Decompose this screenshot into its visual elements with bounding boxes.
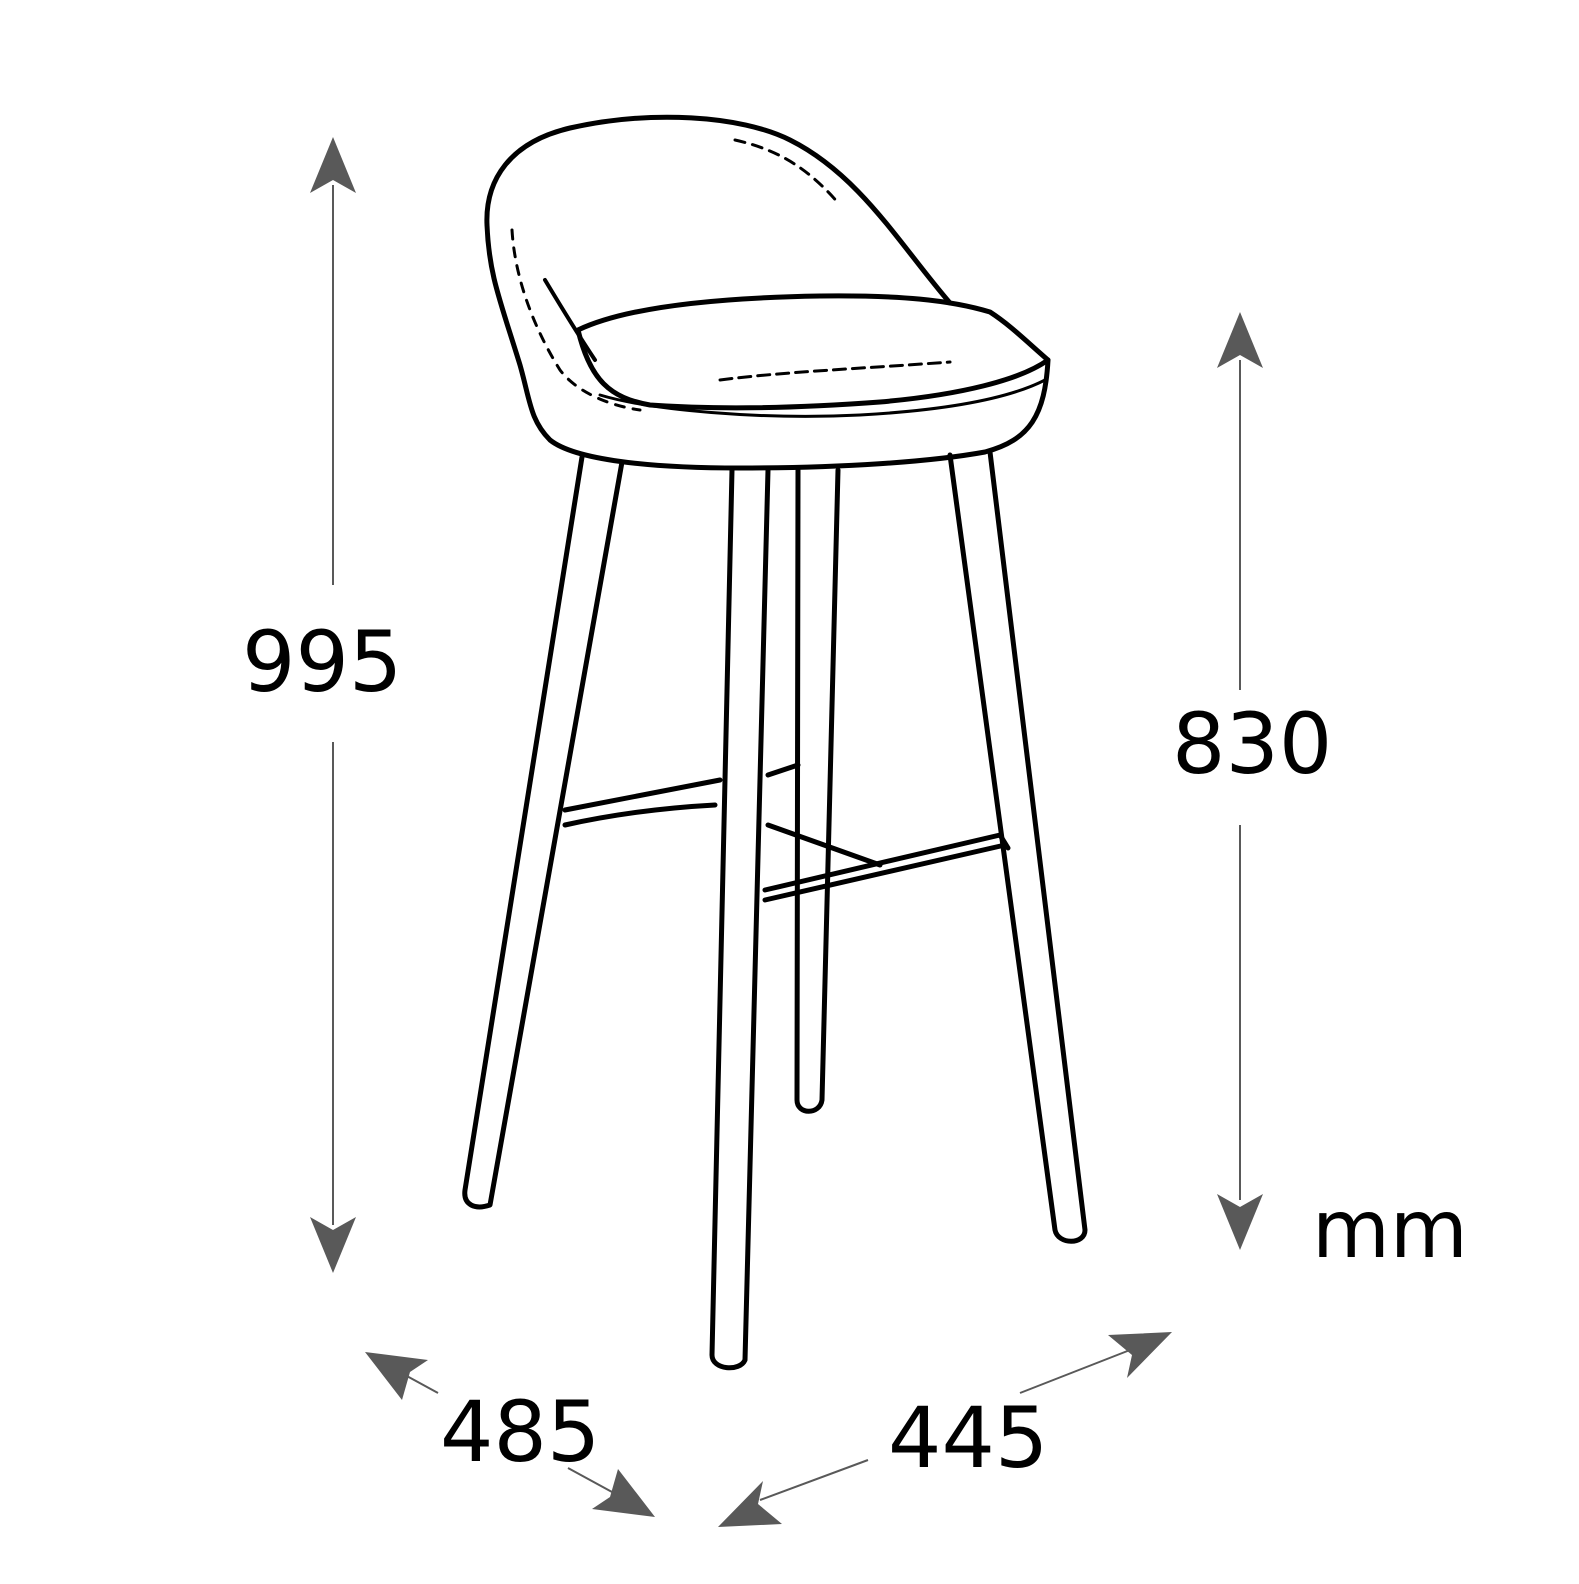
- width-arrow: [718, 1332, 1172, 1527]
- leg-front-right: [947, 449, 1088, 1244]
- depth-label: 485: [440, 1383, 601, 1481]
- side-stitching: [510, 228, 642, 412]
- overall-height-label: 995: [242, 613, 403, 711]
- backrest-shell: [484, 114, 1051, 471]
- backrest-inner-line: [543, 278, 597, 362]
- seat-edge: [598, 378, 1047, 418]
- footrest-left: [562, 777, 723, 828]
- backrest-stitching: [733, 138, 842, 207]
- dimension-arrows: [310, 137, 1263, 1527]
- seat-height-arrow: [1217, 312, 1263, 1250]
- seat-cushion: [575, 293, 1051, 411]
- leg-back-center: [794, 467, 841, 1114]
- depth-arrow: [365, 1352, 655, 1517]
- leg-front-left: [462, 454, 625, 1210]
- seat-height-label: 830: [1172, 695, 1333, 793]
- bar-stool: [462, 114, 1088, 1371]
- leg-front-center: [709, 467, 771, 1371]
- width-label: 445: [888, 1389, 1049, 1487]
- overall-height-arrow: [310, 137, 356, 1273]
- footrest-front: [762, 832, 1011, 903]
- unit-label: mm: [1312, 1183, 1468, 1276]
- seat-stitching: [718, 360, 952, 382]
- footrest-cross: [765, 762, 883, 868]
